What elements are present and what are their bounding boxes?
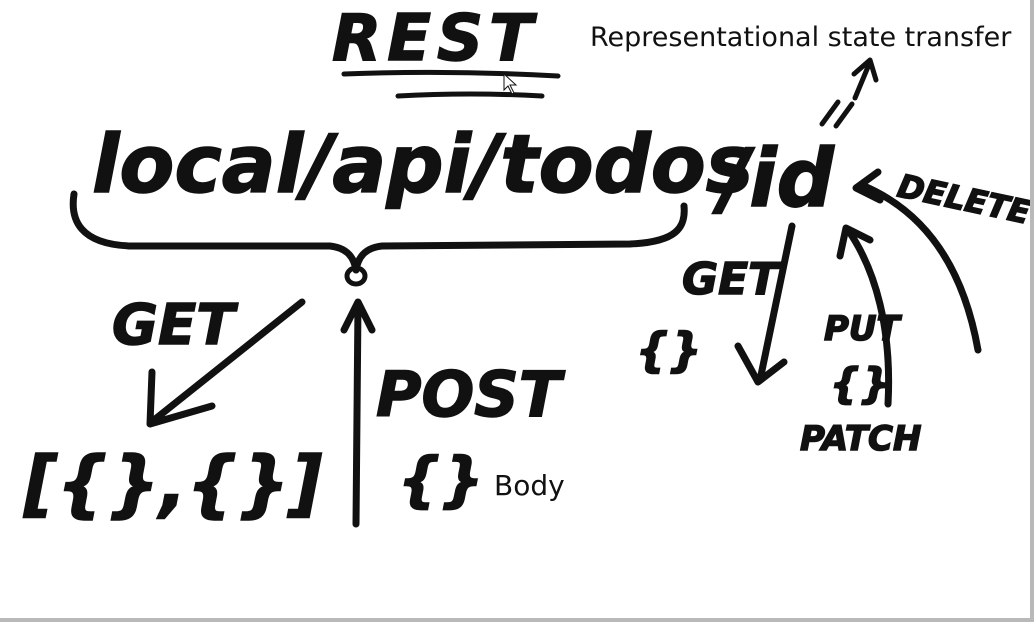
- post-arrow: [340, 298, 376, 528]
- put-payload: {}: [830, 359, 890, 408]
- item-get-arrow: [734, 222, 796, 386]
- title-underline-1: [341, 69, 561, 79]
- cursor-icon: [503, 72, 518, 95]
- collection-get-result: [{},{}]: [23, 441, 322, 525]
- id-segment: /id: [712, 132, 835, 225]
- put-patch-arrow: [836, 224, 893, 408]
- patch-label: PATCH: [800, 419, 921, 459]
- rest-expansion: Representational state transfer: [590, 22, 1012, 53]
- brace-node: [344, 265, 368, 287]
- delete-arrow: [852, 168, 982, 354]
- title-underline-2: [395, 91, 545, 99]
- expansion-equals-mark: [819, 99, 855, 129]
- title-rest: REST: [332, 2, 539, 76]
- post-label: POST: [376, 358, 566, 431]
- collection-get-label: GET: [112, 293, 238, 358]
- post-payload: {}: [398, 445, 483, 515]
- frame-edge-bottom: [0, 618, 1034, 622]
- frame-edge-right: [1030, 0, 1034, 622]
- item-get-result: {}: [636, 323, 702, 377]
- body-label: Body: [494, 469, 565, 502]
- base-url: local/api/todos: [92, 118, 753, 211]
- collection-get-arrow: [146, 298, 306, 428]
- item-get-label: GET: [682, 254, 781, 305]
- expansion-arrow-icon: [851, 57, 879, 101]
- put-label: PUT: [824, 309, 903, 349]
